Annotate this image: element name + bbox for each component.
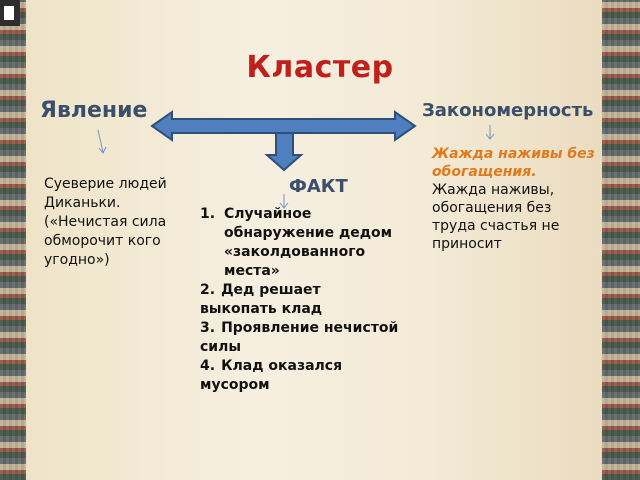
fact-item-number: 3. (200, 320, 216, 336)
fact-item: 3.Проявление нечистой силы (200, 319, 400, 357)
fact-item-number: 4. (200, 358, 216, 374)
fact-label: ФАКТ (289, 176, 348, 197)
fact-item-text: Проявление нечистой силы (200, 320, 399, 355)
fact-item-text: Клад оказался мусором (200, 358, 343, 393)
fact-list: 1. Случайное обнаружение дедом «заколдова… (200, 205, 400, 395)
slide-background (26, 0, 602, 480)
fact-item-number: 2. (200, 282, 216, 298)
pointer-arrows (97, 125, 495, 209)
law-text: Жажда наживы, обогащения без труда счаст… (432, 182, 560, 252)
pointer-arrow-phenomenon (97, 129, 104, 153)
fact-item-number: 1. (200, 206, 216, 222)
phenomenon-label: Явление (40, 98, 148, 123)
fact-item: 2.Дед решает выкопать клад (200, 281, 400, 319)
ornament-border-right (596, 0, 640, 480)
fact-item: 4.Клад оказался мусором (200, 357, 400, 395)
down-arrow (264, 132, 304, 172)
law-highlight: Жажда наживы без обогащения. (432, 146, 595, 180)
law-box: Жажда наживы без обогащения. Жажда нажив… (432, 145, 607, 253)
law-label: Закономерность (422, 100, 594, 121)
slide-title: Кластер (246, 50, 394, 85)
fact-item-text: Случайное обнаружение дедом «заколдованн… (224, 206, 393, 279)
fact-item-text: Дед решает выкопать клад (200, 282, 323, 317)
phenomenon-text: Суеверие людей Диканьки. («Нечистая сила… (44, 176, 167, 268)
corner-icon (0, 0, 20, 26)
fact-item: 1. Случайное обнаружение дедом «заколдова… (200, 205, 400, 281)
double-arrow (150, 110, 417, 142)
